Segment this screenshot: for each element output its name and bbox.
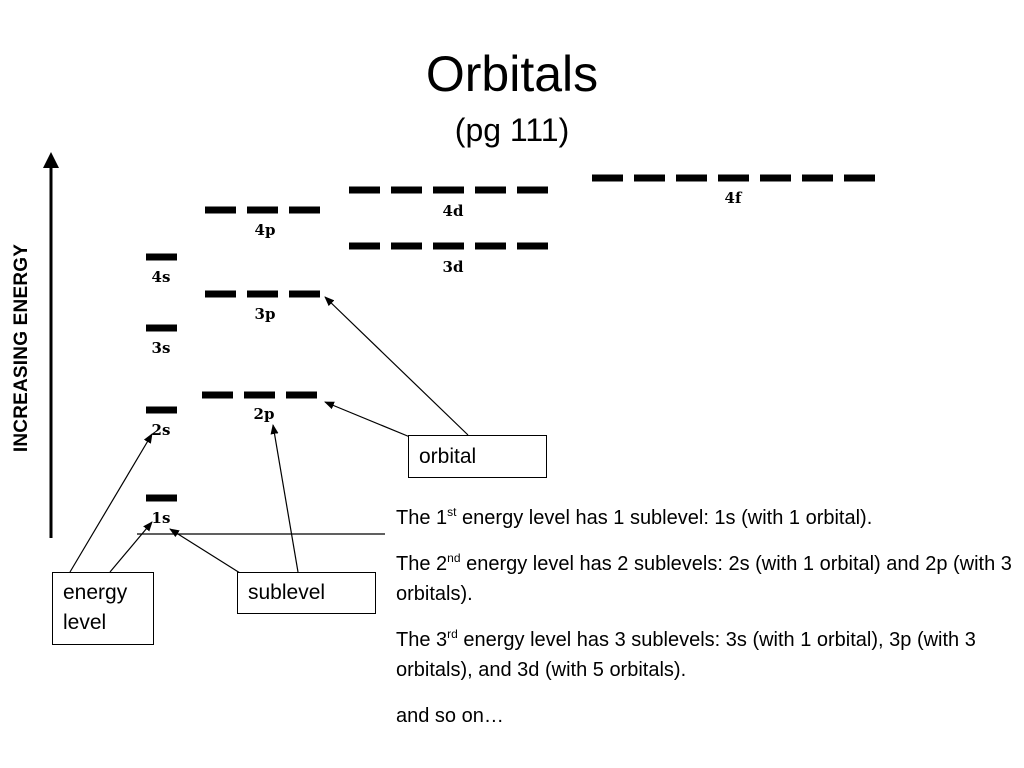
orbital-2p-1 <box>202 391 233 399</box>
orbital-callout-label: orbital <box>419 445 477 468</box>
orbital-3p-2 <box>247 290 278 298</box>
sublevel-label-4d: 4d <box>442 202 464 220</box>
sublevel-label-1s: 1s <box>151 509 171 527</box>
energy-axis-arrowhead <box>43 152 59 168</box>
orbital-4d-3 <box>433 186 464 194</box>
sublevel-label-4f: 4f <box>724 189 742 207</box>
slide-subtitle: (pg 111) <box>454 112 570 148</box>
note-4: and so on… <box>396 705 504 727</box>
orbital-1s-1 <box>146 494 177 502</box>
sublevel-label-2p: 2p <box>253 405 275 423</box>
y-axis-label: INCREASING ENERGY <box>11 243 32 453</box>
orbital-3d-3 <box>433 242 464 250</box>
orbital-3p-3 <box>289 290 320 298</box>
slide-title: Orbitals <box>425 46 599 102</box>
energy-level-callout-line2: level <box>63 611 107 634</box>
sublevel-arrow-2p <box>270 424 299 573</box>
orbital-4f-5 <box>760 174 791 182</box>
notes: The 1st energy level has 1 sublevel: 1s … <box>396 503 1024 747</box>
note-3: The 3rd energy level has 3 sublevels: 3s… <box>396 627 976 681</box>
orbital-2s-1 <box>146 406 177 414</box>
sublevel-label-2s: 2s <box>151 421 171 439</box>
orbital-4d-5 <box>517 186 548 194</box>
orbital-arrow-2p <box>324 401 411 438</box>
orbital-3d-1 <box>349 242 380 250</box>
orbital-4d-4 <box>475 186 506 194</box>
energy-level-arrow-2s <box>69 433 153 573</box>
sublevel-label-3d: 3d <box>442 258 464 276</box>
orbital-2p-2 <box>244 391 275 399</box>
orbital-3s-1 <box>146 324 177 332</box>
sublevel-callout-label: sublevel <box>248 581 326 604</box>
orbital-3d-4 <box>475 242 506 250</box>
sublevel-label-4s: 4s <box>151 268 171 286</box>
sublevel-callout-box: sublevel <box>237 572 376 614</box>
orbital-4p-1 <box>205 206 236 214</box>
sublevel-label-3p: 3p <box>254 305 276 323</box>
sublevel-label-4p: 4p <box>254 221 276 239</box>
orbital-4f-3 <box>676 174 707 182</box>
orbital-3d-2 <box>391 242 422 250</box>
orbital-callout-box: orbital <box>408 435 547 478</box>
energy-level-callout-line1: energy <box>63 581 128 604</box>
sublevel-label-3s: 3s <box>151 339 171 357</box>
orbital-4d-2 <box>391 186 422 194</box>
orbital-3d-5 <box>517 242 548 250</box>
orbital-2p-3 <box>286 391 317 399</box>
energy-level-arrow-1s <box>109 521 153 573</box>
orbital-4f-7 <box>844 174 875 182</box>
orbital-4f-6 <box>802 174 833 182</box>
orbital-4d-1 <box>349 186 380 194</box>
orbital-3p-1 <box>205 290 236 298</box>
orbital-4f-2 <box>634 174 665 182</box>
orbital-4s-1 <box>146 253 177 261</box>
orbital-4f-1 <box>592 174 623 182</box>
orbital-4p-3 <box>289 206 320 214</box>
sublevel-arrow-1s <box>169 528 241 574</box>
note-2: The 2nd energy level has 2 sublevels: 2s… <box>396 551 1012 605</box>
orbital-arrow-3p <box>324 296 469 436</box>
energy-level-callout-box: energy level <box>52 572 154 645</box>
orbital-4f-4 <box>718 174 749 182</box>
orbital-4p-2 <box>247 206 278 214</box>
note-1: The 1st energy level has 1 sublevel: 1s … <box>396 505 873 529</box>
